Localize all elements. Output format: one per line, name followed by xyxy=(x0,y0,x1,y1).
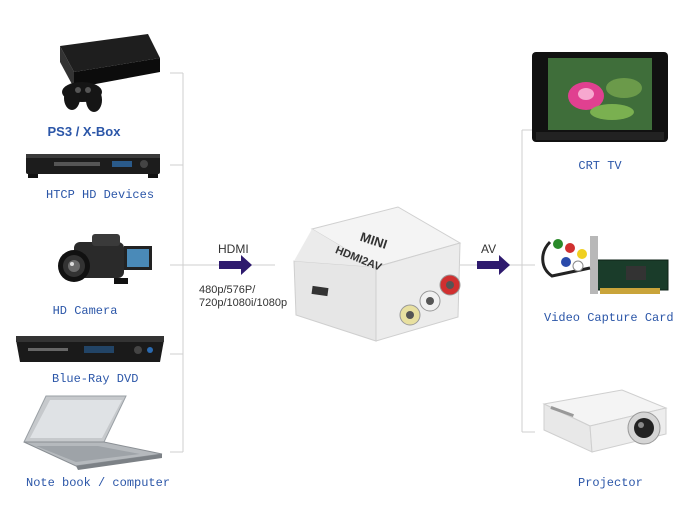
crt-tv-icon xyxy=(532,52,668,142)
input-arrow xyxy=(219,255,252,275)
input-signal-label: HDMI xyxy=(218,242,249,256)
converter-box: MINI HDMI2AV xyxy=(292,205,470,345)
laptop-icon xyxy=(23,395,163,470)
source-label-bluray: Blue-Ray DVD xyxy=(52,372,139,386)
source-label-notebook: Note book / computer xyxy=(26,476,171,490)
resolution-line-2: 720p/1080i/1080p xyxy=(199,297,288,309)
game-console-icon xyxy=(60,34,160,112)
dvd-player-icon xyxy=(26,154,160,178)
capture-card-icon xyxy=(541,236,669,294)
bluray-player-icon xyxy=(16,336,164,362)
camcorder-icon xyxy=(58,234,152,284)
projector-icon xyxy=(542,389,668,453)
output-signal-label: AV xyxy=(481,242,497,256)
source-label-ps3: PS3 / X-Box xyxy=(47,124,121,139)
resolution-line-1: 480p/576P/ xyxy=(199,284,256,296)
destination-label-capture: Video Capture Card xyxy=(544,311,674,325)
destination-label-crt: CRT TV xyxy=(578,159,622,173)
converter-body xyxy=(293,206,462,342)
destination-label-projector: Projector xyxy=(578,476,643,490)
output-arrow xyxy=(477,255,510,275)
source-label-camera: HD Camera xyxy=(52,304,118,318)
source-label-htcp: HTCP HD Devices xyxy=(46,188,155,202)
